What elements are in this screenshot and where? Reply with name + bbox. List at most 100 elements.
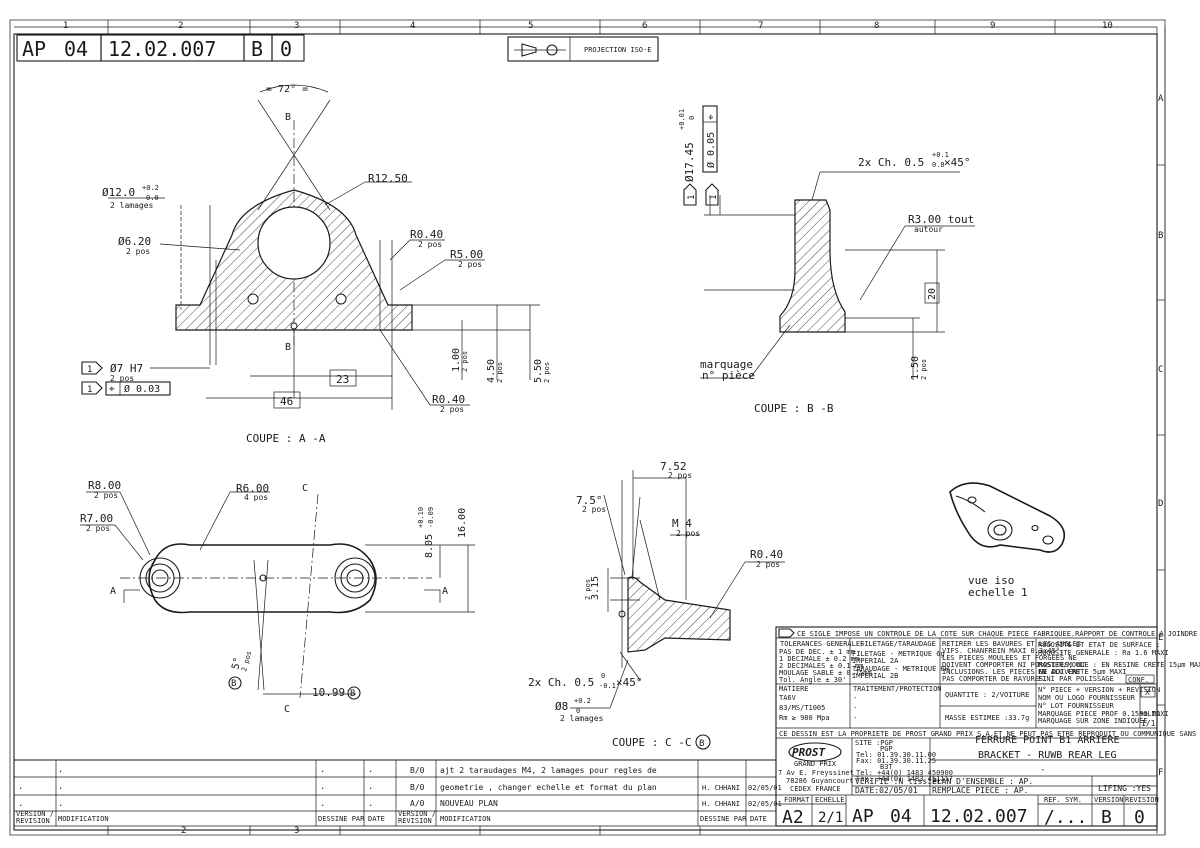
svg-text:MOULAGE SABLE ± 0.75mm: MOULAGE SABLE ± 0.75mm <box>779 669 872 677</box>
material-header: MATIERE <box>779 685 809 693</box>
rev-header-drawn-2: DESSINE PAR <box>700 815 747 823</box>
radius-0-40-b: R0.40 <box>432 393 465 406</box>
title-dash: - <box>1040 765 1045 775</box>
number-b: 04 <box>890 806 912 827</box>
quantity: QUANTITE : 2/VOITURE <box>945 691 1029 699</box>
svg-text:.: . <box>368 765 373 775</box>
col-label: 1 <box>63 21 68 31</box>
company-logo <box>788 742 842 762</box>
radius-5-00: R5.00 <box>450 248 483 261</box>
cut-a-right: A <box>442 586 448 597</box>
svg-text:VIFS. CHANFREIN MAXI 0.3x45°.: VIFS. CHANFREIN MAXI 0.3x45°. <box>942 647 1064 655</box>
svg-text:PAS COMPORTER DE RAYURES.: PAS COMPORTER DE RAYURES. <box>942 675 1047 683</box>
dim-8-05-tol-lo: -0.09 <box>427 507 435 528</box>
col-label: 7 <box>758 21 763 31</box>
svg-text:EN ALU CRETE 5μm MAXI: EN ALU CRETE 5μm MAXI <box>1038 668 1127 676</box>
control-note: CE SIGLE IMPOSE UN CONTROLE DE LA COTE S… <box>797 630 1200 638</box>
svg-text:Fax: +44(0) 1483 451117: Fax: +44(0) 1483 451117 <box>856 775 953 783</box>
main-bore <box>257 206 331 280</box>
dim-5-50: 5.50 <box>533 359 544 383</box>
dim-1-50: 1.50 <box>910 356 921 380</box>
svg-text:-: - <box>853 704 857 712</box>
rev-header-version-2: VERSION / <box>398 810 436 818</box>
dim-7-52: 7.52 <box>660 460 687 473</box>
svg-text:TARAUDAGE - METRIQUE 6H: TARAUDAGE - METRIQUE 6H <box>852 665 949 673</box>
datum-flag-icon <box>81 361 103 375</box>
revision-text: ajt 2 taraudages M4, 2 lamages pour regl… <box>440 766 657 775</box>
rev-header-version: VERSION / <box>16 810 54 818</box>
cc-chamfer: 2x Ch. 0.5 <box>528 676 594 689</box>
dim-8-05-tol-up: +0.10 <box>417 507 425 528</box>
radius-6-00-note: 4 pos <box>244 493 268 502</box>
marking-checkbox-x: X <box>1145 688 1150 697</box>
svg-text:.: . <box>18 782 23 792</box>
revision-by: H. CHHANI <box>702 784 740 792</box>
revision-by: H. CHHANI <box>702 800 740 808</box>
svg-text:Rm ≥ 980 Mpa: Rm ≥ 980 Mpa <box>779 714 830 722</box>
mass: MASSE ESTIMEE :33.7g <box>945 714 1029 722</box>
revision-ver: A/0 <box>410 799 425 808</box>
lifing: LIFING :YES <box>1098 784 1151 793</box>
svg-text:.: . <box>18 799 23 809</box>
radius-8-00: R8.00 <box>88 479 121 492</box>
title-fr: FERRURE POINT B1 ARRIERE <box>975 735 1120 746</box>
svg-text:MARQUAGE PIECE PROF 0.15mm MAX: MARQUAGE PIECE PROF 0.15mm MAXI <box>1038 710 1169 718</box>
rev-header-modification: MODIFICATION <box>58 815 109 823</box>
section-cc-body <box>627 576 731 653</box>
dia-8-note: 2 lamages <box>560 714 604 723</box>
svg-text:-: - <box>853 694 857 702</box>
replaces-part: REMPLACE PIECE : AP. <box>932 786 1028 795</box>
rev-header-revision-2: REVISION <box>398 817 432 825</box>
site-label: SITE :PGP <box>855 739 893 747</box>
drawing-frame <box>9 19 1166 836</box>
col-label: 2 <box>178 21 183 31</box>
marking-note-1: marquage <box>700 358 753 371</box>
dim-20: 20 <box>927 288 938 300</box>
svg-text:.: . <box>320 765 325 775</box>
svg-text:.: . <box>320 799 325 809</box>
svg-text:Fax: 01.39.30.11.25: Fax: 01.39.30.11.25 <box>856 757 936 765</box>
svg-text:-: - <box>853 714 857 722</box>
svg-text:IMPERIAL 2B: IMPERIAL 2B <box>852 672 898 680</box>
dia-8: Ø8 <box>555 700 568 713</box>
header-code-a: AP <box>22 37 46 61</box>
projection-symbol: PROJECTION ISO-E <box>507 36 659 62</box>
svg-text:1: 1 <box>687 195 697 200</box>
svg-text:PAS DE DEC. ± 1 mm: PAS DE DEC. ± 1 mm <box>779 648 855 656</box>
svg-text:.: . <box>58 799 63 809</box>
section-cc-datum: B <box>699 739 704 749</box>
dim-3-15-note: 2 pos <box>584 579 592 600</box>
rev-header-drawn: DESSINE PAR <box>318 815 365 823</box>
cut-b-top: B <box>285 112 291 123</box>
dim-8-05: 8.05 <box>424 534 435 558</box>
radius-0-40-a-note: 2 pos <box>418 240 442 249</box>
format-label: FORMAT <box>784 796 810 804</box>
dim-1-00: 1.00 <box>451 348 462 372</box>
side-hole-left <box>247 293 259 305</box>
dia-8-tol-up: +0.2 <box>574 697 591 705</box>
row-label: A <box>1158 94 1164 104</box>
number-a: AP <box>852 806 874 827</box>
svg-text:.: . <box>58 765 63 775</box>
section-cc-labels: 7.52 2 pos 7.5° 2 pos M 4 2 pos R0.40 2 … <box>528 460 783 750</box>
bb-chamfer: 2x Ch. 0.5 <box>858 156 924 169</box>
section-bb-view <box>700 171 975 380</box>
row-label: D <box>1158 499 1163 509</box>
cc-chamfer-tol-up: 0 <box>601 672 605 680</box>
frame-labels: 1 2 3 4 5 6 7 8 9 10 2 3 A B C D E F <box>63 21 1164 836</box>
svg-text:NOM OU LOGO FOURNISSEUR: NOM OU LOGO FOURNISSEUR <box>1038 694 1136 702</box>
revision-value: 0 <box>1134 807 1145 828</box>
projection-label: PROJECTION ISO-E <box>584 46 651 54</box>
col-label: 10 <box>1102 21 1113 31</box>
cut-a-left: A <box>110 586 116 597</box>
revision-text: NOUVEAU PLAN <box>440 799 498 808</box>
revision-label: REVISION <box>1125 796 1159 804</box>
svg-text:RETIRER LES BAVURES ET LES ANG: RETIRER LES BAVURES ET LES ANGLES <box>942 640 1081 648</box>
ref-sym-label: REF. SYM. <box>1044 796 1082 804</box>
datum-b-circle-2: B <box>350 689 355 699</box>
col-label: 5 <box>528 21 533 31</box>
dia-8-tol-lo: 0 <box>576 707 580 715</box>
version-value: B <box>1101 807 1112 828</box>
treatment-header: TRAITEMENT/PROTECTION <box>853 685 942 693</box>
